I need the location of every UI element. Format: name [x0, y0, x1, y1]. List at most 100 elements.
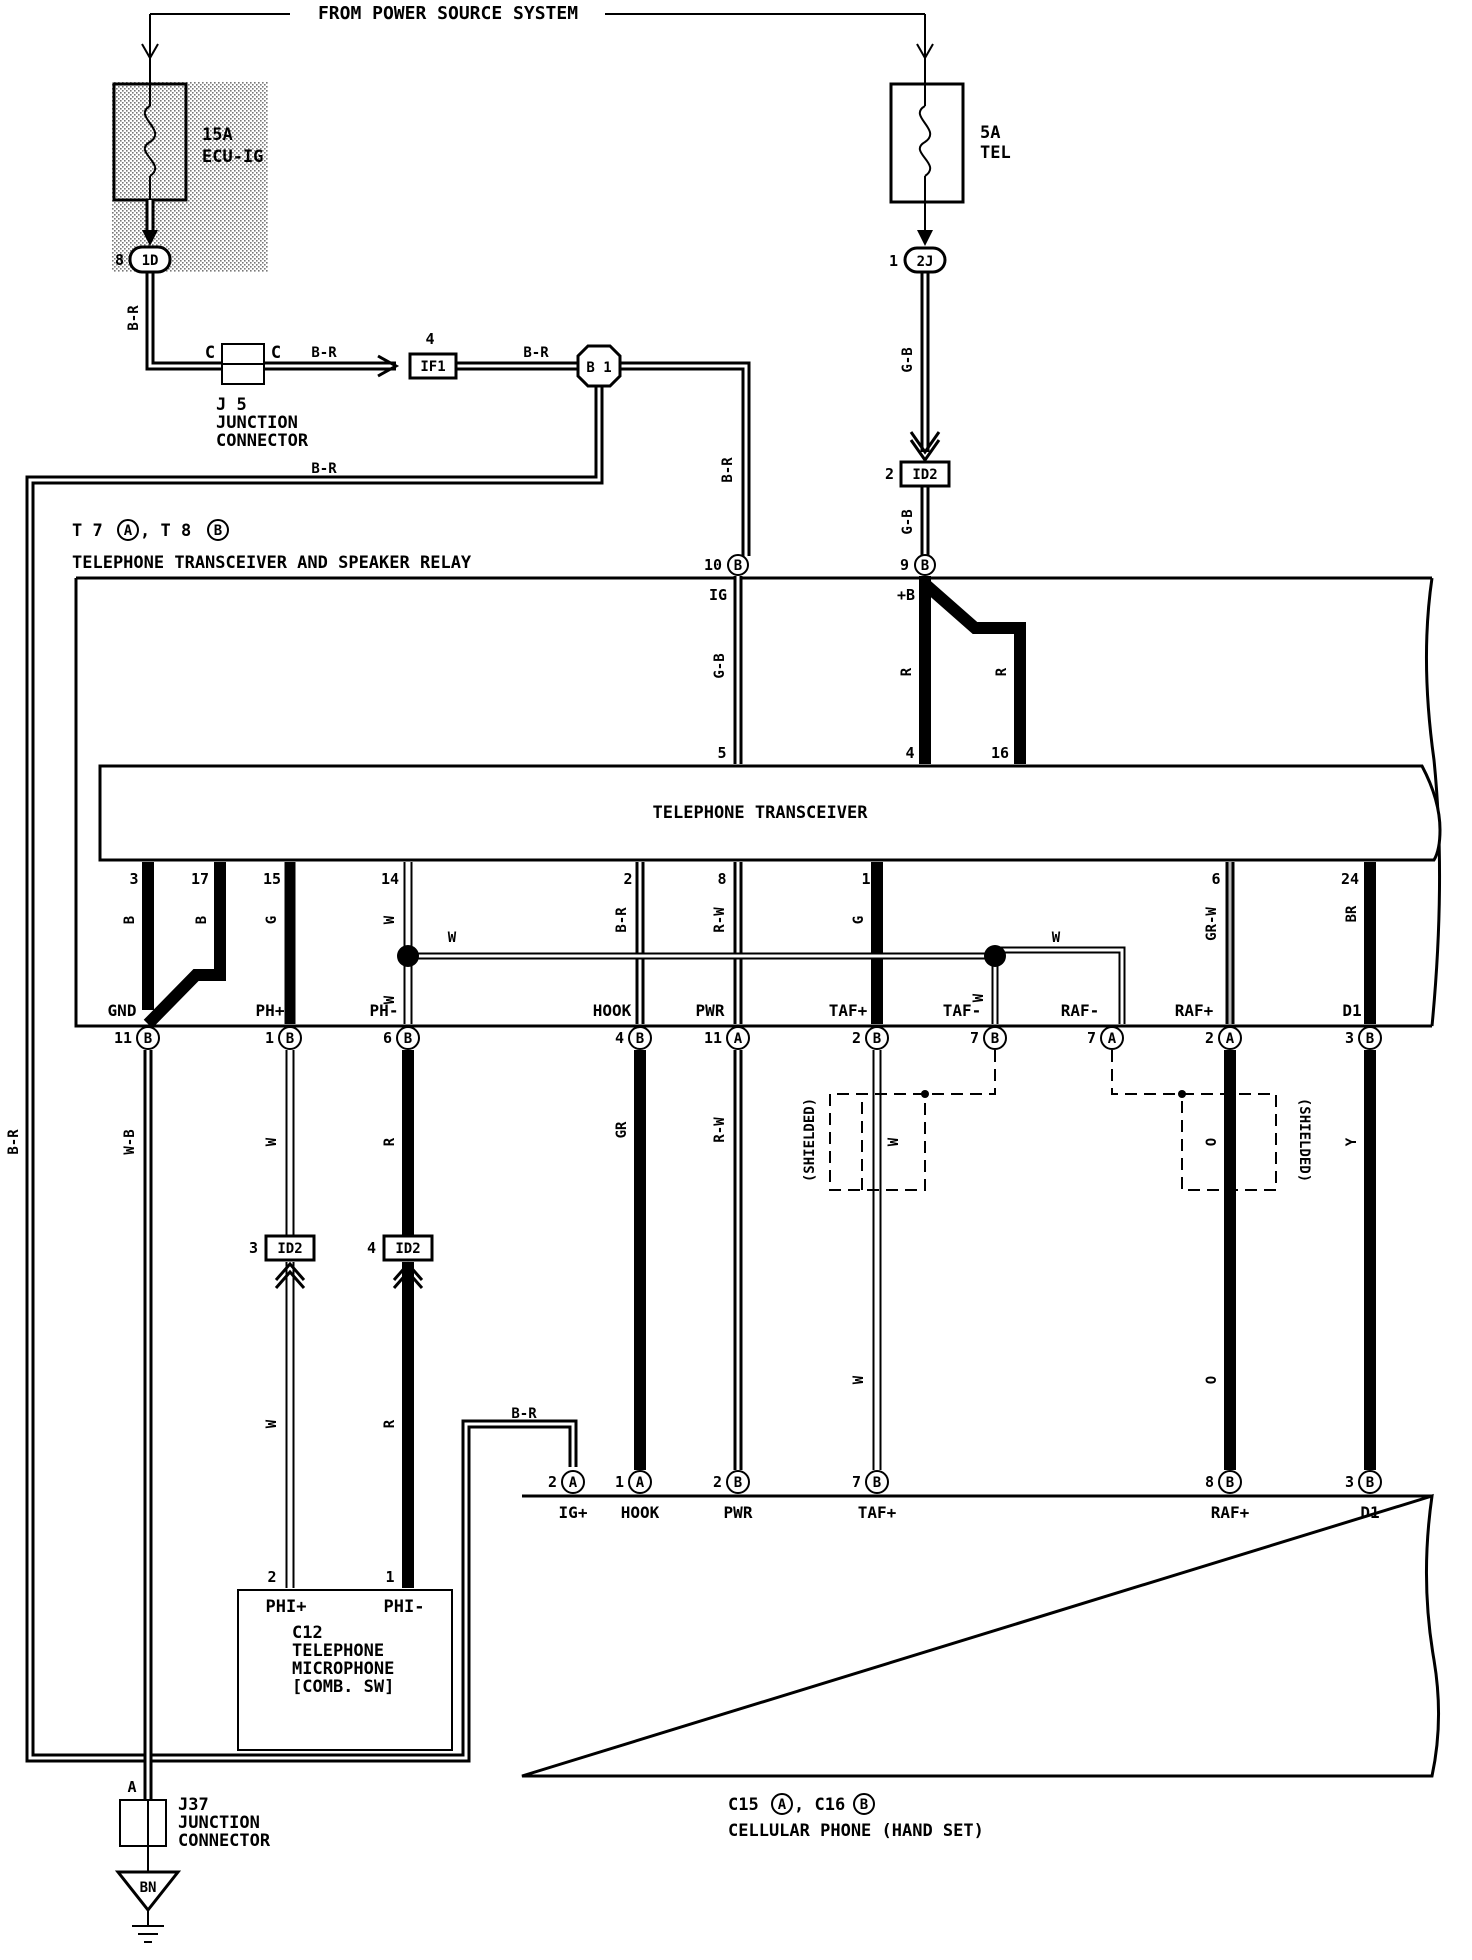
wire-color-label: B-R [311, 345, 337, 361]
terminal-pin: 7 [1087, 1029, 1096, 1047]
svg-text:TELEPHONE: TELEPHONE [292, 1641, 384, 1661]
terminal-label: PWR [696, 1001, 725, 1020]
svg-text:9: 9 [900, 556, 909, 574]
wire-color-label: G-B [900, 347, 916, 372]
fuse-name: ECU-IG [202, 147, 263, 167]
transceiver-title: TELEPHONE TRANSCEIVER [653, 803, 869, 823]
cellular-pin-circle [1218, 1470, 1242, 1494]
relay-internal-wires [142, 862, 1376, 1029]
wire-color-label: B-R [126, 305, 142, 331]
terminal-letter: A [1226, 1031, 1235, 1047]
svg-text:A: A [778, 1797, 787, 1813]
svg-text:[COMB. SW]: [COMB. SW] [292, 1677, 394, 1697]
terminal-letter: A [734, 1031, 743, 1047]
svg-text:ID2: ID2 [277, 1241, 302, 1257]
wire-color-label: W [382, 915, 398, 924]
wire-color-label: Y [1344, 1137, 1360, 1146]
connector-id2-w: ID2 3 [249, 1234, 316, 1289]
terminal-circle [396, 1026, 420, 1050]
terminal-circle [1358, 1026, 1382, 1050]
shield-label: (SHIELDED) [802, 1098, 818, 1182]
cellular-pin-number: 2 [548, 1473, 557, 1491]
cellular-pin-number: 2 [713, 1473, 722, 1491]
wire-color-label: O [1204, 1138, 1220, 1146]
cellular-pin-letter: A [636, 1475, 645, 1491]
svg-text:JUNCTION: JUNCTION [178, 1813, 260, 1833]
terminal-letter: B [991, 1031, 999, 1047]
terminal-label: TAF- [943, 1001, 982, 1020]
terminal-pin: 11 [704, 1029, 722, 1047]
pin-number: 2 [623, 870, 632, 888]
relay-ref: T 7 [72, 521, 103, 541]
arrow-icon [909, 431, 941, 455]
cellular-pin-letter: B [873, 1475, 881, 1491]
fuse-icon [143, 105, 157, 177]
wire-color-label: B [194, 916, 210, 924]
svg-text:8: 8 [115, 251, 124, 269]
cellular-pin-letter: B [1226, 1475, 1234, 1491]
relay-module: T 7 A , T 8 B TELEPHONE TRANSCEIVER AND … [72, 519, 1442, 1028]
microphone-c12: 2 1 PHI+ PHI- C12 TELEPHONE MICROPHONE [… [237, 1568, 453, 1751]
cellular-pin-circle [865, 1470, 889, 1494]
svg-text:PHI-: PHI- [384, 1597, 425, 1617]
wire-color-label: B-R [6, 1129, 22, 1155]
ground-icon: BN [114, 1870, 182, 1943]
arrow-icon [377, 354, 400, 378]
wire-color-label: R [382, 1419, 398, 1428]
svg-text:C: C [271, 343, 281, 363]
splice-point [984, 945, 1006, 967]
wire-color-label: W [264, 1419, 280, 1428]
svg-text:B: B [860, 1797, 868, 1813]
wire-color-label: W [971, 993, 987, 1002]
svg-text:B 1: B 1 [586, 360, 611, 376]
power-source-header: FROM POWER SOURCE SYSTEM [141, 3, 934, 61]
wire-color-label: O [1204, 1376, 1220, 1384]
wire-color-label: GR [614, 1121, 630, 1138]
wire-color-label: B-R [614, 907, 630, 933]
cellular-phone-box [521, 1493, 1441, 1778]
arrow-icon [274, 1269, 306, 1289]
terminal-letter: B [286, 1031, 294, 1047]
wire-color-label: W-B [122, 1129, 138, 1154]
terminal-label: PH+ [256, 1001, 285, 1020]
svg-text:J37: J37 [178, 1795, 209, 1815]
connector-b1: B 1 [576, 344, 622, 388]
wire-color-label: W [448, 930, 457, 946]
pin-number: 14 [381, 870, 399, 888]
wire-color-label: W [851, 1375, 867, 1384]
cellular-pin-letter: B [734, 1475, 742, 1491]
svg-text:2: 2 [885, 465, 894, 483]
svg-text:5: 5 [717, 744, 726, 762]
terminal-letter: B [144, 1031, 152, 1047]
pin-number: 8 [717, 870, 726, 888]
wire-color-label: B [122, 916, 138, 924]
arrow-icon [274, 1261, 306, 1281]
shield-label: (SHIELDED) [1296, 1098, 1312, 1182]
svg-text:IF1: IF1 [420, 359, 445, 375]
wire-color-label: G [851, 916, 867, 924]
terminal-pin: 2 [1205, 1029, 1214, 1047]
svg-text:B: B [734, 558, 742, 574]
terminal-letter: B [404, 1031, 412, 1047]
wire-color-label: R [994, 667, 1010, 676]
svg-text:BN: BN [140, 1880, 157, 1896]
wire-color-label: B-R [523, 345, 549, 361]
terminal-pin: 3 [1345, 1029, 1354, 1047]
wire-color-label: R-W [712, 907, 728, 933]
svg-text:PHI+: PHI+ [266, 1597, 307, 1617]
terminal-label: TAF+ [829, 1001, 868, 1020]
terminal-label: RAF+ [1175, 1001, 1214, 1020]
wire-color-label: GR-W [1204, 907, 1220, 941]
svg-text:ID2: ID2 [395, 1241, 420, 1257]
wire-color-label: G-B [712, 653, 728, 678]
connector-id2-r: ID2 4 [367, 1234, 434, 1289]
fuse-name: TEL [980, 143, 1011, 163]
svg-text:J 5: J 5 [216, 395, 247, 415]
terminal-circle [865, 1026, 889, 1050]
wire-color-label: W [1052, 930, 1061, 946]
terminal-circle [1218, 1026, 1242, 1050]
cellular-pin-label: PWR [724, 1503, 753, 1522]
cellular-title: CELLULAR PHONE (HAND SET) [728, 1821, 984, 1841]
connector-1d: 1D 8 [115, 230, 172, 274]
